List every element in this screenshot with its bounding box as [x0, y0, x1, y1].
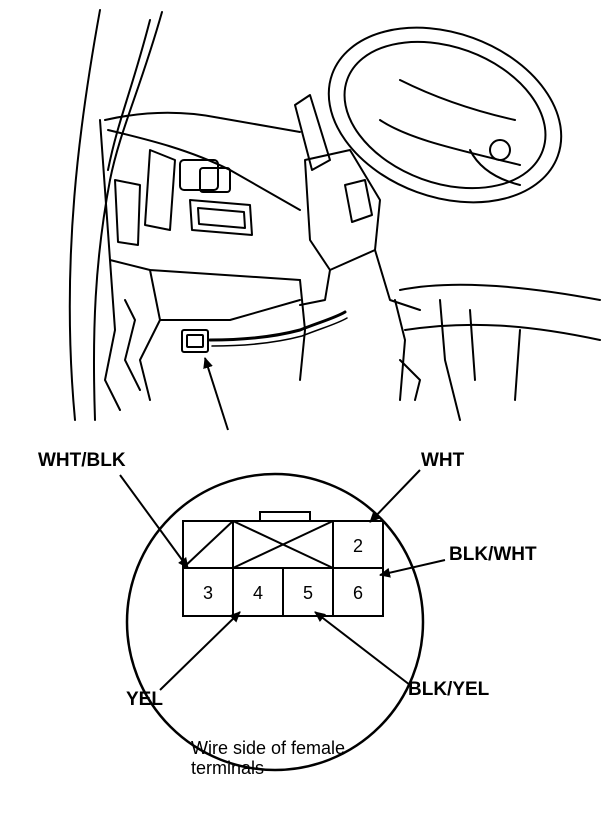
leader-blk-yel	[314, 611, 411, 686]
terminal-3: 3	[203, 583, 213, 603]
terminal-6: 6	[353, 583, 363, 603]
dashboard-illustration	[68, 9, 601, 421]
label-blk-yel: BLK/YEL	[408, 679, 490, 700]
label-wht-blk: WHT/BLK	[38, 450, 126, 471]
leader-wht	[369, 469, 421, 523]
harness-connector	[181, 329, 209, 353]
terminal-4: 4	[253, 583, 263, 603]
leader-wht-blk	[119, 474, 189, 569]
label-wht: WHT	[421, 450, 465, 471]
connector-face	[182, 511, 384, 617]
label-yel: YEL	[126, 689, 163, 710]
label-blk-wht: BLK/WHT	[449, 544, 537, 565]
caption-line-2: terminals	[191, 758, 265, 778]
pointer-arrow	[203, 357, 229, 431]
caption: Wire side of female terminals	[191, 738, 345, 778]
caption-line-1: Wire side of female	[191, 738, 346, 758]
leader-yel	[159, 611, 241, 691]
leader-blk-wht	[379, 559, 446, 578]
terminal-5: 5	[303, 583, 313, 603]
terminal-2: 2	[353, 536, 363, 556]
